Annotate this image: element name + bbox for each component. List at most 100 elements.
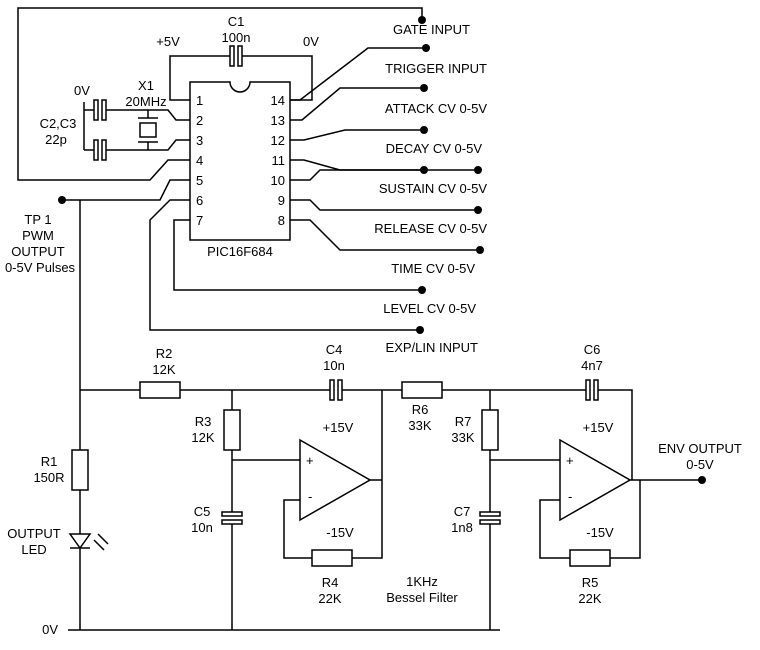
filter-caption-line1: 1KHz [406,574,438,589]
c5-plate-b [221,519,243,525]
r3-value: 12K [191,430,214,445]
attack-net [290,87,424,121]
led-triangle [68,533,92,550]
opamp2-minus-supply: -15V [586,525,614,540]
input-label-release: RELEASE CV 0-5V [374,221,487,236]
r1-name: R1 [41,454,58,469]
c2c3-value: 22p [45,132,67,147]
opamp2-plus: + [566,453,574,468]
c4-name: C4 [326,342,343,357]
pin-14: 14 [271,93,285,108]
pin-1: 1 [196,93,203,108]
opamp2-plus-supply: +15V [583,420,614,435]
chip-body [189,81,291,241]
pic-chip: PIC16F684 1 2 3 4 5 6 7 14 13 12 11 10 9… [189,81,291,259]
decay-terminal [420,126,428,134]
time-terminal [474,206,482,214]
tp1-net [62,179,190,201]
led-arrow-2 [97,533,109,545]
input-label-gate: GATE INPUT [393,22,470,37]
tp1-line4: 0-5V Pulses [5,260,76,275]
env-output-terminal [698,476,706,484]
pin-7: 7 [196,213,203,228]
level-net [149,199,420,331]
chip-name: PIC16F684 [207,244,273,259]
filter-caption-line2: Bessel Filter [386,590,458,605]
crystal-x1 [139,122,157,138]
tp1-line2: PWM [22,228,54,243]
r3-name: R3 [195,414,212,429]
r2-name: R2 [156,346,173,361]
input-labels: GATE INPUT TRIGGER INPUT ATTACK CV 0-5V … [374,22,487,355]
c1-name: C1 [228,14,245,29]
opamp1-plus-supply: +15V [323,420,354,435]
r2-body [139,381,181,399]
c5-name: C5 [194,504,211,519]
r7-value: 33K [451,430,474,445]
crystal-section: 0V X1 20MHz C2,C3 22p [40,78,190,161]
c6-plate-a [585,379,591,401]
r5-value: 22K [578,591,601,606]
filter-stage-2: R6 33K C6 4n7 R7 33K C7 1n8 + - +15V -15… [401,342,742,630]
r7-body [481,409,499,451]
r4-name: R4 [322,575,339,590]
power-supply: +5V 0V C1 100n [156,14,319,101]
input-label-trigger: TRIGGER INPUT [385,61,487,76]
c3-plate-b [101,139,107,161]
r5-name: R5 [582,575,599,590]
r6-body [401,381,443,399]
opamp2-minus: - [568,489,572,504]
left-wiring [17,7,423,331]
gate-loop [17,7,423,181]
c7-name: C7 [454,504,471,519]
c4-plate-a [329,379,335,401]
gate-terminal [418,16,426,24]
r5-body [569,549,611,567]
pin-6: 6 [196,193,203,208]
trigger-net [290,47,426,101]
plus5-label: +5V [156,34,180,49]
c5-value: 10n [191,520,213,535]
c1-plate-left [229,45,235,67]
input-label-attack: ATTACK CV 0-5V [385,101,487,116]
sustain-net [290,159,424,171]
pin-8: 8 [278,213,285,228]
pin-12: 12 [271,133,285,148]
exp-lin-terminal [416,326,424,334]
r3-body [223,409,241,451]
c7-plate-b [479,519,501,525]
pwm-output-section: TP 1 PWM OUTPUT 0-5V Pulses R1 150R OUTP… [5,200,109,630]
c4-plate-b [337,379,343,401]
r7-name: R7 [455,414,472,429]
input-terminals [416,16,484,334]
c7-value: 1n8 [451,520,473,535]
attack-terminal [420,84,428,92]
led-line2: LED [21,542,46,557]
led-line1: OUTPUT [7,526,61,541]
env-output-line2: 0-5V [686,457,714,472]
xtal-gnd-label: 0V [74,83,90,98]
c6-plate-b [593,379,599,401]
filter-stage-1: R2 12K C4 10n R3 12K C5 10n + - +15V -15… [80,342,402,630]
env-output-line1: ENV OUTPUT [658,441,742,456]
filter-caption: 1KHz Bessel Filter [386,574,458,605]
input-label-time: TIME CV 0-5V [391,261,475,276]
input-label-sustain: SUSTAIN CV 0-5V [379,181,487,196]
zero-volt-label: 0V [303,34,319,49]
opamp-1 [299,438,372,522]
exp-terminal [418,286,426,294]
decay-net [290,129,424,141]
led-arrow-1 [93,539,105,551]
r1-body [71,449,89,491]
trigger-terminal [422,44,430,52]
r6-name: R6 [412,402,429,417]
r2-value: 12K [152,362,175,377]
c5-plate-a [221,511,243,517]
opamp1-minus-supply: -15V [326,525,354,540]
release2-net [290,199,478,211]
exp-net [290,219,480,251]
x1-name: X1 [138,78,154,93]
r4-value: 22K [318,591,341,606]
ground-rail: 0V [42,622,500,637]
